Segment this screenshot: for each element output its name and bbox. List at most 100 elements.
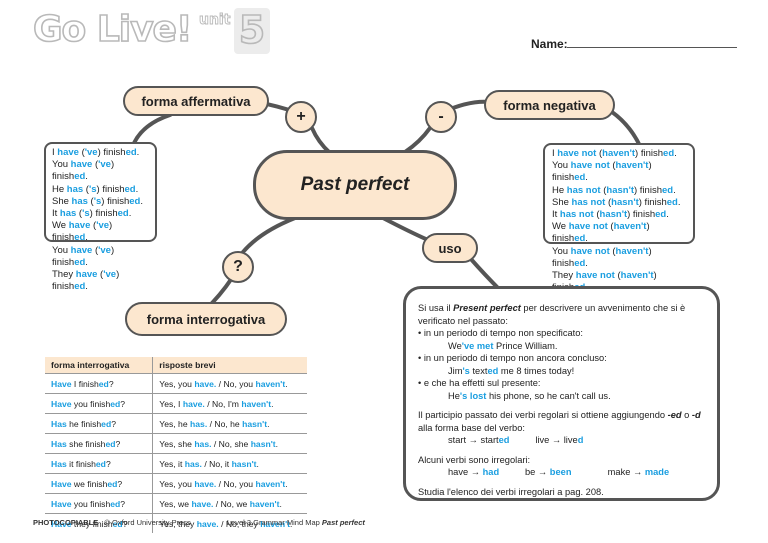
negative-line: I have not (haven't) finished. [552,148,686,160]
answer-cell: Yes, we have. / No, we haven't. [152,493,307,514]
text-run: • e che ha effetti sul presente: [418,378,541,388]
negative-title: forma negativa [503,97,596,113]
text-run: have [70,244,93,256]
plus-symbol: + [296,108,306,125]
text-run: . [140,195,143,207]
text-run: ed [655,209,667,221]
text-run: they finish [71,518,113,529]
question-cell: Has she finished? [45,433,154,454]
text-run: ) finish [97,147,126,158]
text-run: d [577,435,584,445]
text-run: We [552,221,569,233]
table-header-row: forma interrogativa risposte brevi [45,357,307,374]
text-run: They [52,269,76,281]
text-run: . [585,172,588,184]
affirmative-line: You have ('ve) finished. [52,159,149,183]
text-run: . [290,518,293,529]
affirmative-pill: forma affermativa [123,86,269,116]
text-run: I [552,148,558,159]
text-run: ) finish [89,208,118,220]
text-run: ( [596,148,603,159]
connector-negative-box [610,110,642,148]
text-run: Have [51,498,72,509]
affirmative-line: We have ('ve) finished. [52,220,149,244]
question-symbol: ? [233,258,243,275]
unit-number-badge [234,8,270,54]
text-run: have not [570,160,610,172]
text-run: 've [84,147,98,158]
name-line [567,47,737,48]
text-run: ) finish [552,245,652,269]
text-run: Has [51,438,67,449]
text-run: ( [87,195,94,207]
text-run: ) finish [96,183,125,195]
negative-line: She has not (hasn't) finished. [552,197,686,209]
text-run: Jim [448,365,463,376]
table-row: Have I finished?Yes, you have. / No, you… [45,373,307,394]
affirmative-line: He has ('s) finished. [52,184,149,196]
answer-cell: Yes, they have. / No, they haven't. [152,513,307,533]
text-run: Yes, you [159,378,195,389]
connector-center-uso [381,216,430,242]
text-run: make → [571,467,645,477]
text-run: Present perfect [453,303,521,313]
text-run: ( [92,159,99,171]
table-row: Have they finished?Yes, they have. / No,… [45,513,307,533]
text-run: she finish [66,438,106,449]
question-cell: Have you finished? [45,393,154,414]
text-run: have [75,269,98,281]
text-run: ( [78,147,85,158]
level-label: Level 3 Grammar Mind Map [226,518,322,527]
text-run: 've [98,244,111,256]
text-run: Have [51,518,72,529]
text-run: ( [92,244,99,256]
text-run: . [135,183,139,195]
text-run: Alcuni verbi sono irregolari: [418,454,531,465]
text-run: Yes, they [159,518,197,529]
text-run: ( [83,183,89,195]
affirmative-lines: I have ('ve) finished.You have ('ve) fin… [52,147,149,293]
text-run: ed [105,438,116,449]
text-run: . [585,257,588,269]
text-run: He [552,184,567,196]
text-run: be → [499,467,550,477]
text-run: have. [182,398,205,409]
text-run: Yes, he [159,418,191,429]
affirmative-line: They have ('ve) finished. [52,269,149,293]
text-run: 's lost [459,390,487,401]
text-run: ? [117,478,123,489]
text-run: / No, he [207,418,243,429]
text-run: ed [663,148,675,159]
question-cell: Have we finished? [45,473,154,494]
text-run: We [52,220,69,232]
text-run: . [267,418,270,429]
text-run: has. [184,458,202,469]
minus-symbol: - [438,108,444,125]
text-run: ) finish [634,184,662,196]
text-run: ) finish [52,220,113,244]
text-run: He [52,183,67,195]
text-run: had [482,467,500,477]
text-run: have [57,147,79,158]
text-run: ed [74,281,86,293]
uso-title: uso [438,240,462,256]
text-run: hasn't [599,209,628,221]
uso-paragraph: have → had be → been make → made [418,466,705,479]
text-run: ed [74,171,86,183]
text-run: 've [98,159,111,171]
question-cell: Have I finished? [45,373,154,394]
text-run: ed [98,378,109,389]
text-run: haven't [602,148,636,159]
text-run: . [275,438,279,449]
text-run: he finish [66,418,102,429]
text-run: / No, we [213,498,250,509]
text-run: ( [609,160,616,172]
text-run: 've [96,220,110,232]
text-run: has [71,195,88,207]
center-title-pill: Past perfect [253,150,457,220]
text-run: She [52,195,72,207]
text-run: have [68,220,91,232]
text-run: have [70,159,93,171]
text-run: / No, you [216,478,256,489]
text-run: You [552,160,571,172]
